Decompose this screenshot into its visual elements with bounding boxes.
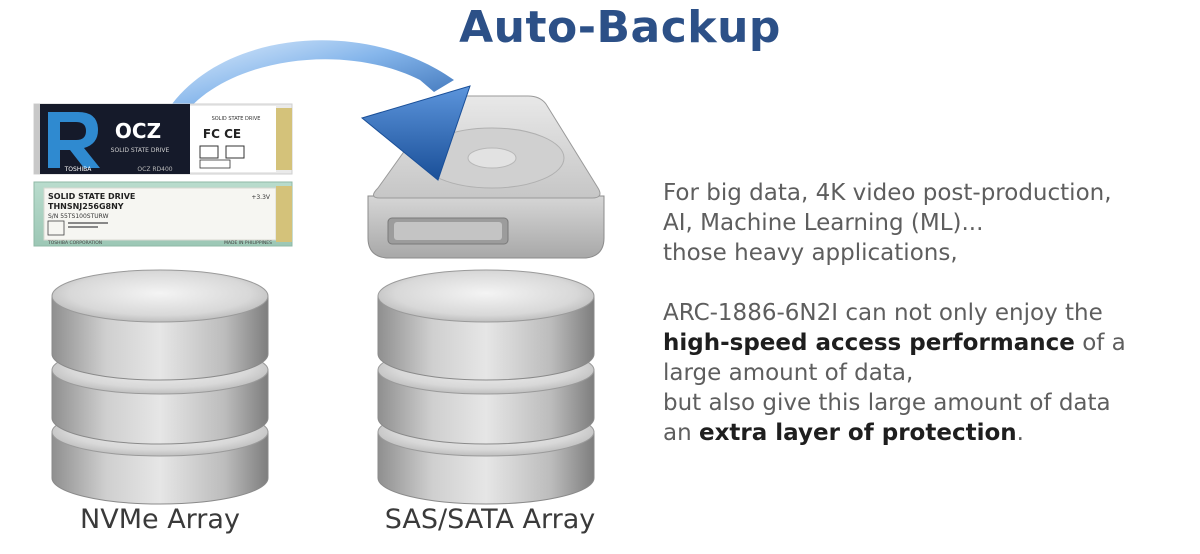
ssd-brand-text: OCZ <box>115 119 161 143</box>
desc-line: AI, Machine Learning (ML)... <box>663 210 984 236</box>
highlight-performance: high-speed access performance <box>663 330 1075 356</box>
nvme-array-label: NVMe Array <box>80 504 240 535</box>
ssd-serial-text: S/N 55TS100STURW <box>48 213 109 220</box>
desc-line: those heavy applications, <box>663 240 958 266</box>
desc-fragment: of a <box>1074 330 1126 356</box>
ssd-model-text: OCZ RD400 <box>137 166 172 173</box>
ssd-ocz-card: OCZ SOLID STATE DRIVE TOSHIBA OCZ RD400 … <box>33 103 293 175</box>
ssd-spec-text: SOLID STATE DRIVE <box>212 116 261 122</box>
ssd-voltage-text: +3.3V <box>251 194 271 201</box>
desc-line: but also give this large amount of data <box>663 390 1111 416</box>
page-title: Auto-Backup <box>459 2 781 53</box>
sas-sata-array-label: SAS/SATA Array <box>384 504 596 535</box>
description-paragraph-1: For big data, 4K video post-production, … <box>663 178 1193 268</box>
desc-line: an extra layer of protection. <box>663 418 1193 448</box>
desc-fragment: . <box>1016 420 1024 446</box>
desc-line: For big data, 4K video post-production, <box>663 180 1112 206</box>
ssd-maker-text: TOSHIBA <box>64 166 93 173</box>
ssd-cert-text: FC CE <box>203 127 241 141</box>
description-paragraph-2: ARC-1886-6N2I can not only enjoy the hig… <box>663 298 1193 448</box>
ssd-origin-text: MADE IN PHILIPPINES <box>224 240 272 246</box>
ssd-toshiba-card: SOLID STATE DRIVE THNSNJ256G8NY S/N 55TS… <box>33 181 293 247</box>
nvme-disk-stack <box>51 269 269 505</box>
sas-disk-stack <box>377 269 595 505</box>
ssd-type-text: SOLID STATE DRIVE <box>111 147 170 154</box>
desc-line: ARC-1886-6N2I can not only enjoy the <box>663 300 1103 326</box>
description-text: For big data, 4K video post-production, … <box>663 178 1193 478</box>
desc-line: large amount of data, <box>663 360 914 386</box>
ssd-model-number-text: THNSNJ256G8NY <box>48 202 124 211</box>
backup-arrow-icon <box>172 40 471 181</box>
ssd-heading-text: SOLID STATE DRIVE <box>48 192 135 201</box>
highlight-protection: extra layer of protection <box>698 420 1017 446</box>
ssd-corp-text: TOSHIBA CORPORATION <box>47 240 102 246</box>
desc-fragment: an <box>663 420 699 446</box>
desc-line: high-speed access performance of a <box>663 328 1193 358</box>
